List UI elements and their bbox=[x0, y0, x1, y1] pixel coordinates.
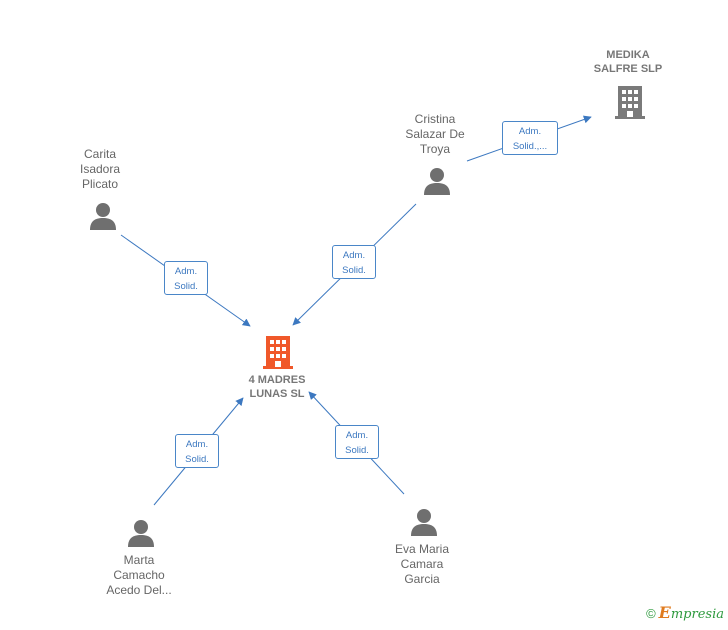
role-line-2: Solid.,... bbox=[512, 141, 548, 152]
role-line-1: Adm. bbox=[342, 250, 366, 261]
medika-company-label[interactable]: MEDIKA SALFRE SLP bbox=[593, 49, 663, 75]
copyright-icon: © bbox=[646, 606, 656, 621]
person-marta-label[interactable]: Marta Camacho Acedo Del... bbox=[106, 553, 172, 597]
person-carita-label[interactable]: Carita Isadora Plicato bbox=[79, 147, 121, 191]
empresia-credit[interactable]: ©Empresia bbox=[646, 603, 724, 622]
person-eva-label[interactable]: Eva Maria Camara Garcia bbox=[394, 542, 450, 586]
edge-label-eva-main[interactable]: Adm. Solid. bbox=[335, 425, 379, 459]
role-line-2: Solid. bbox=[342, 265, 366, 276]
edge-label-cristina-medika[interactable]: Adm. Solid.,... bbox=[502, 121, 558, 155]
edge-label-marta-main[interactable]: Adm. Solid. bbox=[175, 434, 219, 468]
main-company-label[interactable]: 4 MADRES LUNAS SL bbox=[248, 374, 306, 400]
empresia-logo: Empresia bbox=[658, 603, 724, 622]
role-line-2: Solid. bbox=[345, 445, 369, 456]
edge-label-cristina-main[interactable]: Adm. Solid. bbox=[332, 245, 376, 279]
building-icon[interactable] bbox=[262, 334, 294, 375]
role-line-2: Solid. bbox=[185, 454, 209, 465]
person-cristina-label[interactable]: Cristina Salazar De Troya bbox=[405, 112, 465, 156]
person-icon[interactable] bbox=[126, 518, 156, 553]
role-line-1: Adm. bbox=[174, 266, 198, 277]
building-icon[interactable] bbox=[614, 84, 646, 125]
role-line-1: Adm. bbox=[185, 439, 209, 450]
person-icon[interactable] bbox=[422, 166, 452, 201]
edge-label-carita-main[interactable]: Adm. Solid. bbox=[164, 261, 208, 295]
role-line-2: Solid. bbox=[174, 281, 198, 292]
person-icon[interactable] bbox=[88, 201, 118, 236]
role-line-1: Adm. bbox=[518, 126, 542, 137]
role-line-1: Adm. bbox=[345, 430, 369, 441]
person-icon[interactable] bbox=[409, 507, 439, 542]
